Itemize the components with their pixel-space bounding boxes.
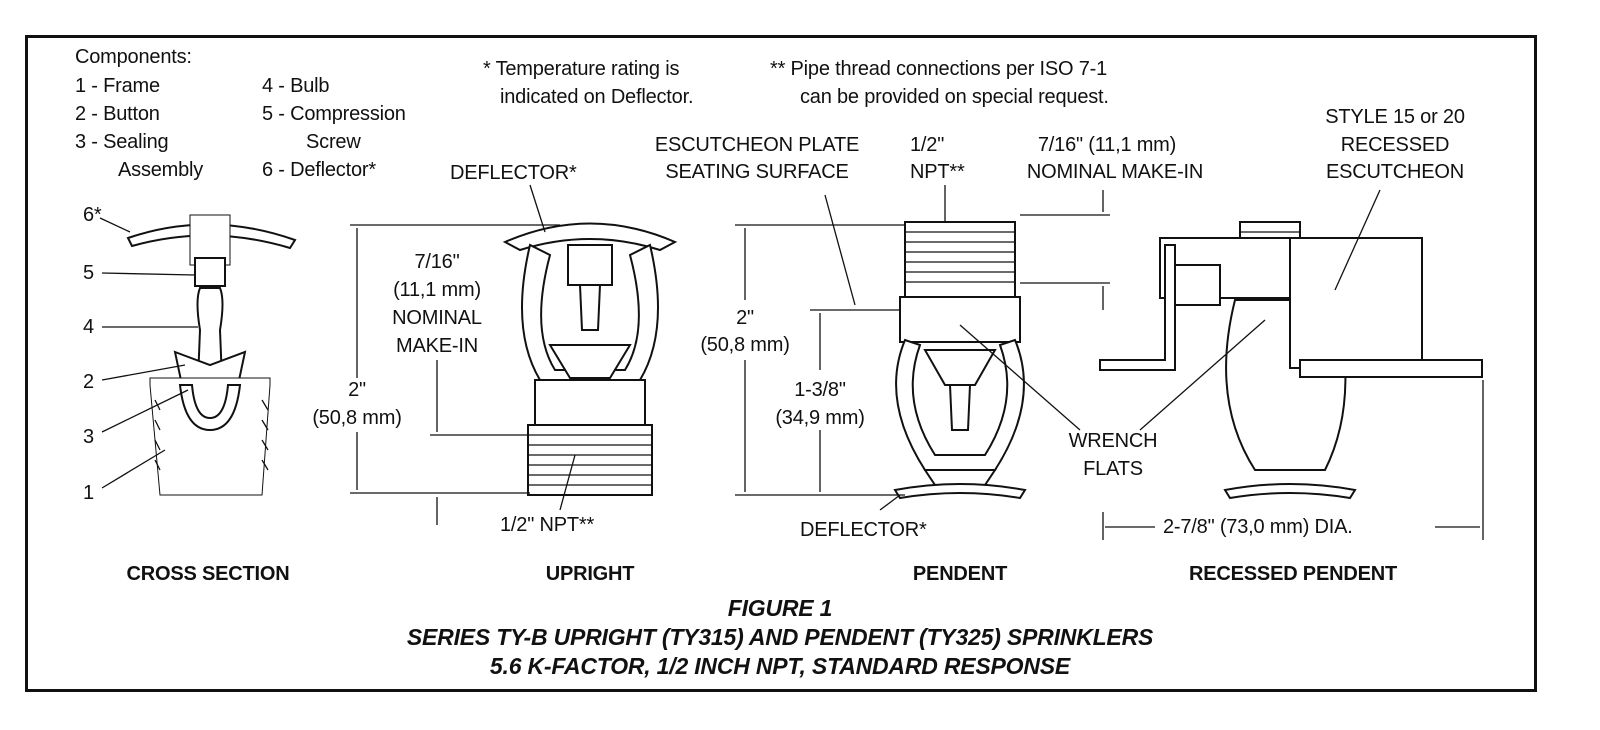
pipe-thread-note: ** Pipe thread connections per ISO 7-1 bbox=[770, 58, 1108, 80]
escutcheon-plate-label: ESCUTCHEON PLATE bbox=[654, 134, 860, 156]
recessed-pendent-drawing bbox=[1099, 189, 1484, 540]
callout-1: 1 bbox=[83, 482, 94, 504]
component-item: 2 - Button bbox=[75, 103, 160, 125]
caption-cross-section: CROSS SECTION bbox=[126, 563, 290, 585]
component-item: Screw bbox=[306, 131, 361, 153]
component-item: 3 - Sealing bbox=[75, 131, 169, 153]
pendent-deflector-label: DEFLECTOR* bbox=[800, 519, 927, 541]
upright-npt-label: 1/2" NPT** bbox=[500, 514, 595, 536]
upright-makein: (11,1 mm) bbox=[393, 279, 481, 301]
component-item: 5 - Compression bbox=[262, 103, 406, 125]
callout-2: 2 bbox=[83, 371, 94, 393]
pendent-height: 2" bbox=[736, 307, 754, 329]
pendent-height: (50,8 mm) bbox=[700, 334, 790, 356]
pendent-sub-height: (34,9 mm) bbox=[775, 407, 865, 429]
callout-4: 4 bbox=[83, 316, 94, 338]
component-item: Assembly bbox=[118, 159, 204, 181]
pendent-npt-label: 1/2" bbox=[910, 134, 945, 156]
upright-makein: MAKE-IN bbox=[396, 335, 478, 357]
caption-pendent: PENDENT bbox=[912, 563, 1008, 585]
wrench-flats-label: WRENCH bbox=[1068, 430, 1158, 452]
component-item: 1 - Frame bbox=[75, 75, 160, 97]
upright-height: 2" bbox=[348, 379, 366, 401]
components-title: Components: bbox=[75, 46, 192, 68]
temperature-note: indicated on Deflector. bbox=[500, 86, 694, 108]
figure-border bbox=[25, 35, 1537, 692]
diameter-label: 2-7/8" (73,0 mm) DIA. bbox=[1163, 516, 1353, 538]
callout-6: 6* bbox=[83, 204, 102, 226]
recessed-escutcheon-label: ESCUTCHEON bbox=[1325, 161, 1465, 183]
component-item: 6 - Deflector* bbox=[262, 159, 376, 181]
cross-section-drawing bbox=[99, 214, 297, 496]
temperature-note: * Temperature rating is bbox=[483, 58, 680, 80]
upright-makein: NOMINAL bbox=[392, 307, 482, 329]
pendent-drawing bbox=[735, 185, 1110, 511]
callout-3: 3 bbox=[83, 426, 94, 448]
recessed-escutcheon-label: RECESSED bbox=[1340, 134, 1450, 156]
wrench-flats-label: FLATS bbox=[1083, 458, 1143, 480]
escutcheon-plate-label: SEATING SURFACE bbox=[665, 161, 849, 183]
upright-deflector-label: DEFLECTOR* bbox=[450, 162, 577, 184]
figure-subtitle: 5.6 K-FACTOR, 1/2 INCH NPT, STANDARD RES… bbox=[489, 653, 1071, 679]
pipe-thread-note: can be provided on special request. bbox=[800, 86, 1109, 108]
figure-title: FIGURE 1 bbox=[727, 595, 833, 621]
pendent-makein-label: NOMINAL MAKE-IN bbox=[1026, 161, 1204, 183]
callout-5: 5 bbox=[83, 262, 94, 284]
upright-drawing bbox=[350, 184, 678, 525]
upright-makein: 7/16" bbox=[414, 251, 460, 273]
pendent-sub-height: 1-3/8" bbox=[794, 379, 846, 401]
recessed-escutcheon-label: STYLE 15 or 20 bbox=[1325, 106, 1465, 128]
pendent-npt-label: NPT** bbox=[910, 161, 965, 183]
caption-recessed-pendent: RECESSED PENDENT bbox=[1189, 563, 1397, 585]
figure-subtitle: SERIES TY-B UPRIGHT (TY315) AND PENDENT … bbox=[406, 624, 1154, 650]
component-item: 4 - Bulb bbox=[262, 75, 330, 97]
caption-upright: UPRIGHT bbox=[545, 563, 635, 585]
upright-height: (50,8 mm) bbox=[312, 407, 402, 429]
pendent-makein-label: 7/16" (11,1 mm) bbox=[1037, 134, 1177, 156]
